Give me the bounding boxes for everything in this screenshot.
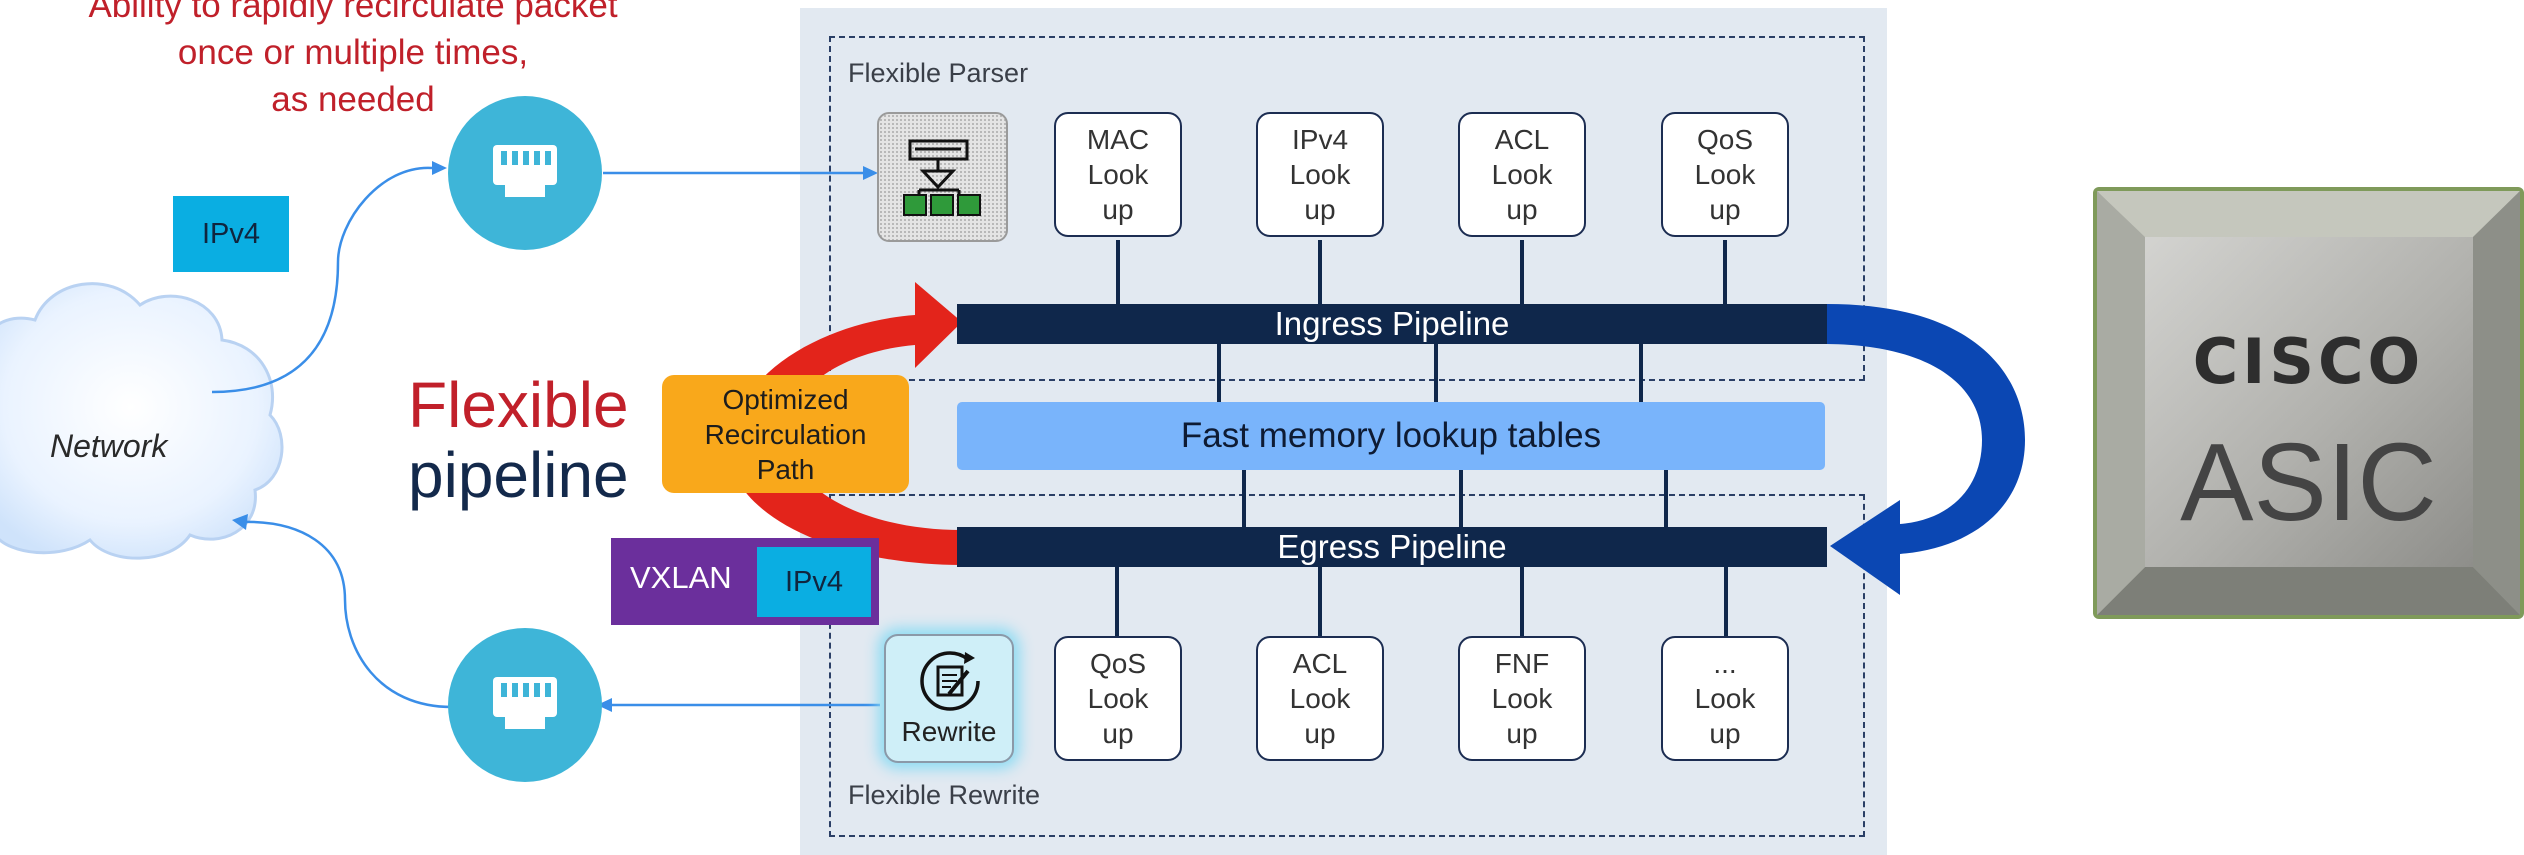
- vxlan-label: VXLAN: [630, 560, 732, 595]
- ipv4-lookup: IPv4 Look up: [1256, 112, 1384, 237]
- egress-qos-lookup: QoS Look up: [1054, 636, 1182, 761]
- ipv4-packet-tag: IPv4: [173, 196, 289, 272]
- qos-lookup: QoS Look up: [1661, 112, 1789, 237]
- fnf-lookup: FNF Look up: [1458, 636, 1586, 761]
- rewrite-button: Rewrite: [884, 634, 1014, 763]
- mac-lookup: MAC Look up: [1054, 112, 1182, 237]
- rewrite-section: [829, 494, 1865, 837]
- egress-pipeline: Egress Pipeline: [957, 527, 1827, 567]
- fast-memory-lookup-tables: Fast memory lookup tables: [957, 402, 1825, 470]
- ingress-pipeline: Ingress Pipeline: [957, 304, 1827, 344]
- asic-brand: CISCO: [2192, 325, 2425, 398]
- acl-lookup: ACL Look up: [1458, 112, 1586, 237]
- asic-chip: CISCO ASIC: [2093, 187, 2524, 619]
- rewrite-label: Rewrite: [901, 716, 997, 747]
- parser-section: [829, 36, 1865, 381]
- vxlan-inner-ipv4-label: IPv4: [784, 565, 844, 598]
- ipv4-tag-label: IPv4: [201, 217, 261, 250]
- rewrite-section-label: Flexible Rewrite: [848, 780, 1041, 810]
- recirculation-annotation: Ability to rapidly recirculate packet on…: [88, 0, 618, 119]
- cloud-icon: [0, 282, 284, 560]
- title-pipeline: pipeline: [408, 439, 629, 511]
- network-label: Network: [50, 428, 168, 464]
- other-lookup: ... Look up: [1661, 636, 1789, 761]
- vxlan-inner-ipv4: IPv4: [757, 547, 871, 617]
- recirculation-path-box: Optimized Recirculation Path: [662, 375, 909, 493]
- parser-section-label: Flexible Parser: [848, 58, 1029, 88]
- asic-label: ASIC: [2180, 421, 2437, 544]
- ingress-to-egress-arrow: [1827, 304, 2025, 554]
- title-flexible: Flexible: [408, 369, 629, 441]
- parser-icon: [877, 112, 1008, 242]
- rewrite-icon: [920, 651, 980, 711]
- egress-acl-lookup: ACL Look up: [1256, 636, 1384, 761]
